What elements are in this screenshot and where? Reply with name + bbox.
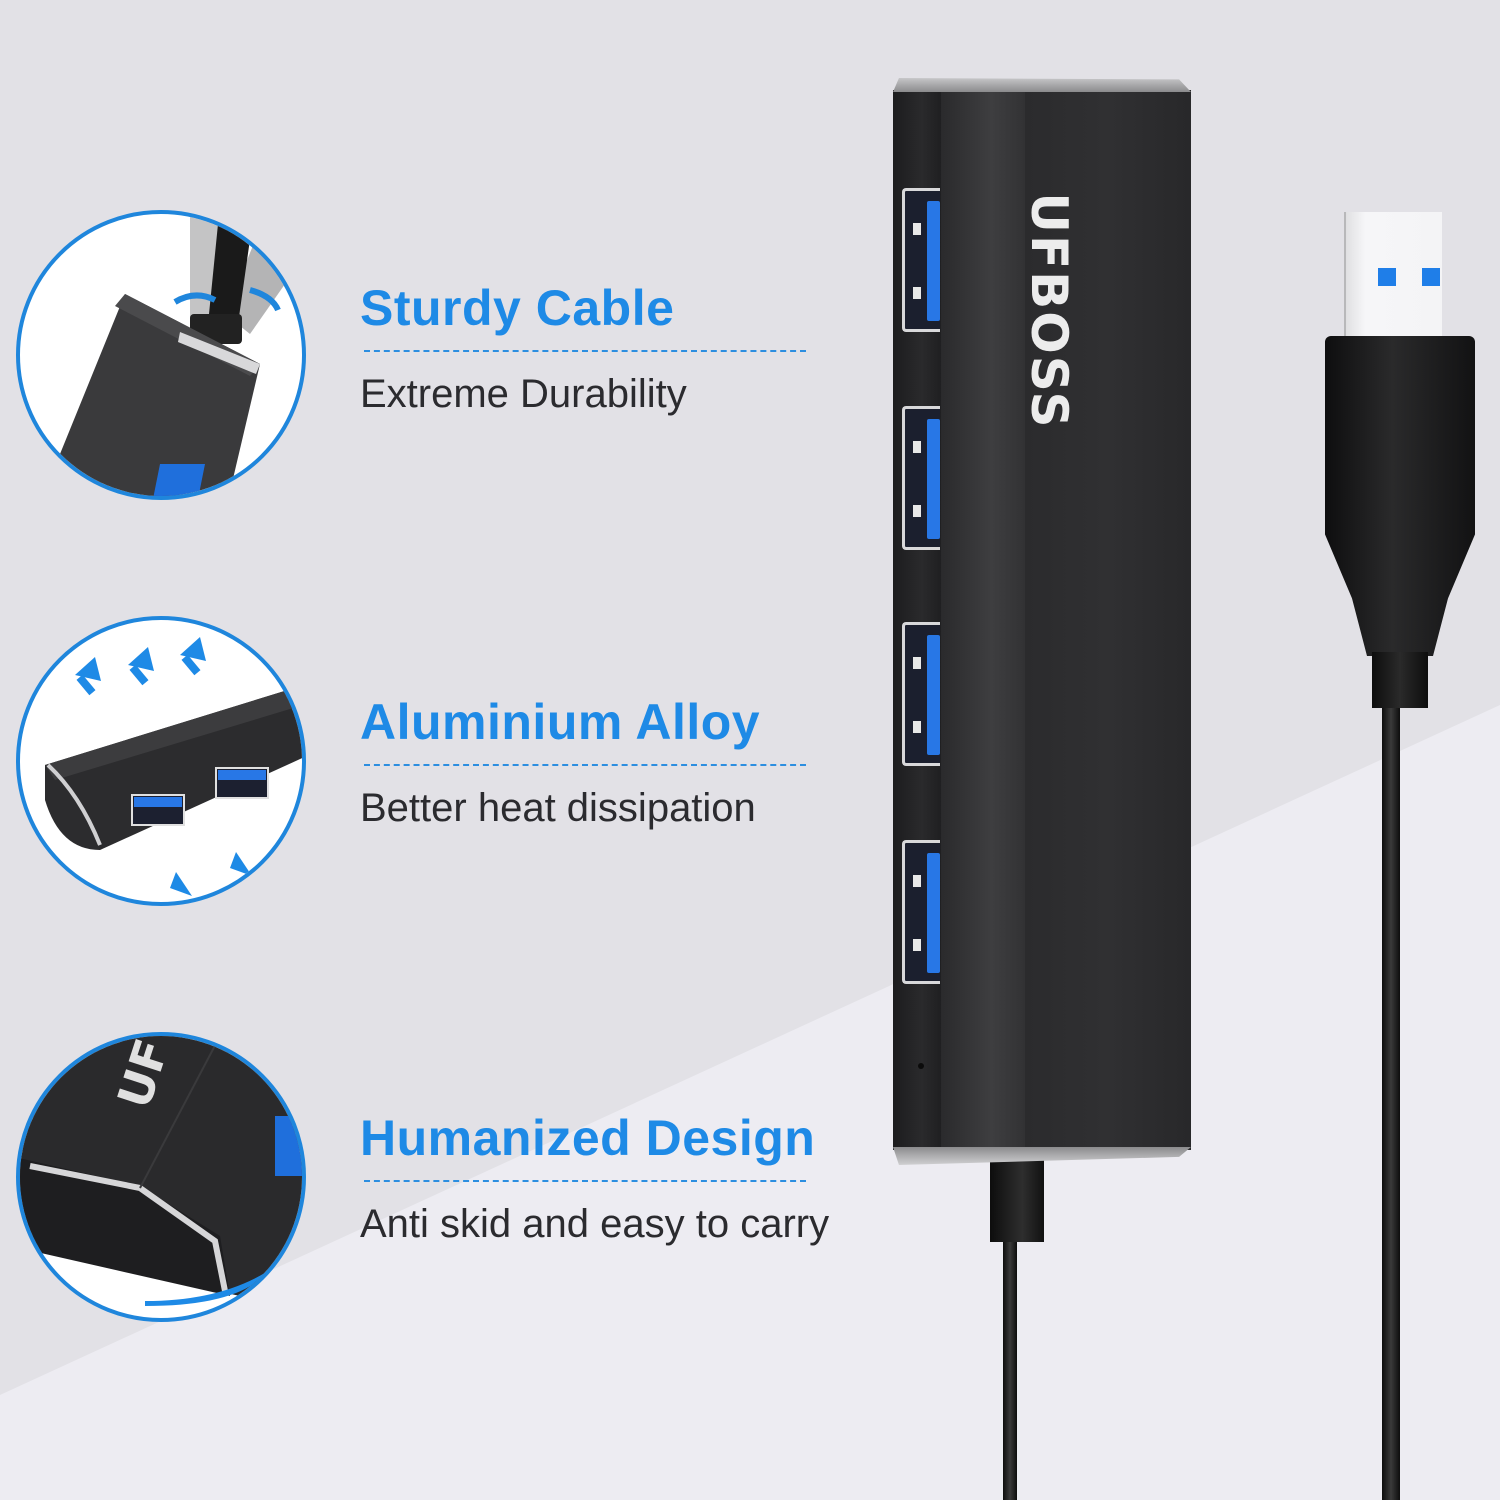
feature-image-sturdy-cable bbox=[16, 210, 306, 500]
feature-sturdy-cable: Sturdy Cable Extreme Durability bbox=[360, 278, 806, 418]
feature-title: Aluminium Alloy bbox=[360, 694, 761, 750]
feature-subtitle: Better heat dissipation bbox=[360, 786, 756, 830]
usb-port-1 bbox=[902, 188, 940, 332]
usb3-contact-icon bbox=[1378, 268, 1396, 286]
feature-title: Sturdy Cable bbox=[360, 280, 675, 336]
usb-port-4 bbox=[902, 840, 940, 984]
brand-logo: UFBOSS bbox=[1020, 158, 1078, 464]
dashed-divider bbox=[364, 764, 806, 766]
rotating-cable-icon bbox=[60, 214, 302, 496]
dashed-divider bbox=[364, 350, 806, 352]
dashed-divider bbox=[364, 1180, 806, 1182]
feature-aluminium-alloy: Aluminium Alloy Better heat dissipation bbox=[360, 692, 806, 832]
hub-bevel bbox=[941, 90, 1025, 1150]
usb-plug-housing bbox=[1325, 336, 1475, 656]
hub-end-cap-top bbox=[893, 78, 1191, 92]
usb-hub bbox=[893, 78, 1191, 1165]
feature-title: Humanized Design bbox=[360, 1110, 816, 1166]
status-led-icon bbox=[918, 1063, 924, 1069]
feature-humanized-design: Humanized Design Anti skid and easy to c… bbox=[360, 1108, 829, 1248]
plug-strain-relief bbox=[1372, 652, 1428, 708]
feature-subtitle: Anti skid and easy to carry bbox=[360, 1202, 830, 1246]
hub-end-cap-bottom bbox=[893, 1147, 1191, 1165]
hub-cable bbox=[1003, 1240, 1017, 1500]
curved-arrow-icon: UF bbox=[20, 1036, 302, 1306]
hub-top-face bbox=[1025, 90, 1191, 1150]
usb-port-2 bbox=[902, 406, 940, 550]
feature-subtitle: Extreme Durability bbox=[360, 372, 687, 416]
hub-cable-strain-relief bbox=[990, 1160, 1044, 1242]
usb3-contact-icon bbox=[1422, 268, 1440, 286]
feature-image-aluminium-alloy bbox=[16, 616, 306, 906]
brand-text: UFBOSS bbox=[1020, 192, 1078, 430]
usb-port-3 bbox=[902, 622, 940, 766]
feature-image-humanized-design: UF bbox=[16, 1032, 306, 1322]
plug-cable bbox=[1382, 700, 1400, 1500]
usb-a-plug-connector bbox=[1344, 212, 1442, 340]
heat-arrows-icon bbox=[45, 637, 302, 896]
